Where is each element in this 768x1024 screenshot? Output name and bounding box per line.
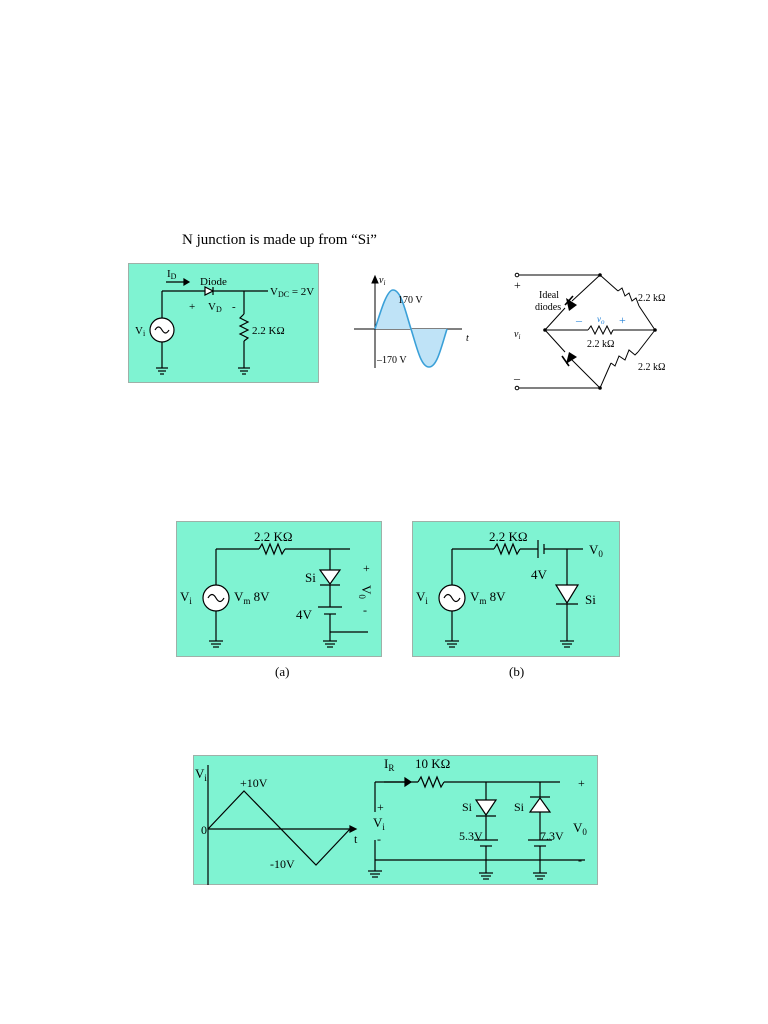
- resistor-mid-label: 2.2 kΩ: [587, 339, 614, 350]
- si-a-label: Si: [305, 570, 316, 585]
- waveform-y-label: vi: [379, 275, 385, 287]
- si-b-label: Si: [585, 592, 596, 607]
- waveform-fill: [375, 290, 447, 367]
- diodes-label: diodes: [535, 302, 561, 313]
- vi-b-label: Vi: [416, 589, 428, 606]
- input-minus: -: [377, 832, 381, 846]
- bridge-vi-label: vi: [514, 329, 520, 341]
- vm-a-label: Vm 8V: [234, 589, 270, 606]
- caption-a: (a): [275, 664, 289, 679]
- vo-4-label: V0: [573, 820, 587, 837]
- resistor-top-label: 2.2 kΩ: [638, 293, 665, 304]
- vi-a-label: Vi: [180, 589, 192, 606]
- battery-73-label: 7.3V: [540, 829, 564, 843]
- vo-b-label: V0: [589, 542, 603, 559]
- ideal-label: Ideal: [539, 290, 559, 301]
- waveform-peak-label: 170 V: [398, 295, 423, 306]
- vm-b-label: Vm 8V: [470, 589, 506, 606]
- waveform-trough-label: –170 V: [376, 355, 407, 366]
- vo-a-plus: +: [363, 561, 370, 575]
- clipper-circuit-figure: [193, 755, 598, 885]
- vd-minus: -: [232, 301, 236, 313]
- bridge-minus: –: [513, 371, 521, 385]
- current-label: ID: [167, 268, 177, 281]
- output-plus: +: [578, 776, 585, 790]
- diode-label: Diode: [200, 276, 227, 288]
- resistor-a-label: 2.2 KΩ: [254, 529, 293, 544]
- vdc-label: VDC = 2V: [270, 286, 314, 299]
- triangle-zero-label: 0: [201, 823, 207, 837]
- bridge-plus: +: [514, 278, 521, 292]
- triangle-t-label: t: [354, 832, 358, 846]
- ir-label: IR: [384, 756, 394, 773]
- triangle-neg-label: -10V: [270, 857, 295, 871]
- vo-a-label: V0: [357, 585, 374, 599]
- si-1-label: Si: [462, 800, 473, 814]
- resistor-label: 2.2 KΩ: [252, 325, 285, 337]
- si-2-label: Si: [514, 800, 525, 814]
- vo-label: vo: [597, 314, 605, 326]
- output-minus: -: [578, 853, 582, 867]
- battery-53-label: 5.3V: [459, 829, 483, 843]
- vi-4-label: Vi: [373, 815, 385, 832]
- battery-a-label: 4V: [296, 607, 313, 622]
- resistor-10k-label: 10 KΩ: [415, 756, 450, 771]
- triangle-pos-label: +10V: [240, 776, 268, 790]
- vd-plus: +: [189, 301, 195, 313]
- vd-label: VD: [208, 301, 222, 314]
- waveform-x-label: t: [466, 333, 469, 344]
- resistor-bottom-label: 2.2 kΩ: [638, 362, 665, 373]
- source-label: Vi: [135, 325, 146, 338]
- vo-minus: –: [575, 313, 583, 327]
- vo-plus: +: [619, 313, 626, 327]
- resistor-b-label: 2.2 KΩ: [489, 529, 528, 544]
- triangle-y-label: Vi: [195, 766, 207, 783]
- caption-b: (b): [509, 664, 524, 679]
- battery-b-label: 4V: [531, 567, 548, 582]
- vo-a-minus: -: [363, 603, 367, 617]
- page-heading: N junction is made up from “Si”: [182, 232, 377, 248]
- waveform-curve: [374, 289, 448, 368]
- input-plus: +: [377, 800, 384, 814]
- ideal-diode-bottom-icon: [566, 352, 577, 364]
